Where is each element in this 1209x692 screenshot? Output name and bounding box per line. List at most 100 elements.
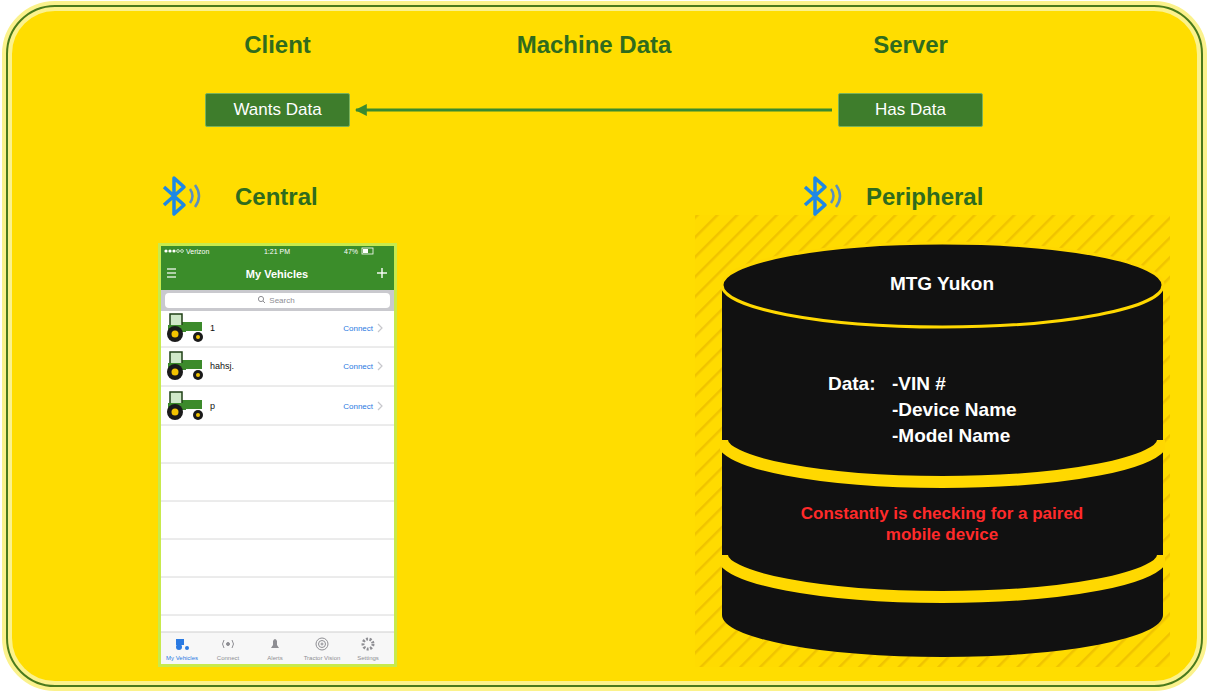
phone-screenshot-part-part [176, 639, 184, 645]
status-node: ClientWants Data [205, 28, 350, 127]
data-field: Data: [828, 373, 876, 395]
phone-screenshot-part [167, 392, 203, 420]
phone-screenshot-part-part [378, 324, 382, 332]
cylinder-band [722, 555, 1163, 597]
status-bar-text: Verizon [186, 248, 209, 255]
phone-screenshot-part [366, 642, 370, 646]
phone-screenshot-part-part [161, 386, 394, 387]
bluetooth-icon-part [190, 189, 193, 203]
phone-screenshot-part [158, 243, 397, 667]
phone-screenshot-part-part [319, 641, 326, 648]
phone-screenshot-part-part [161, 347, 394, 348]
phone-screenshot-part [181, 250, 184, 253]
screen-title: My Vehicles [246, 268, 308, 280]
peripheral-hatch [695, 215, 1170, 667]
phone-screenshot-part [161, 347, 394, 615]
bluetooth-icon-part [831, 189, 834, 203]
database-title: MTG Yukon [890, 273, 994, 295]
bluetooth-icon-part [836, 185, 840, 207]
vehicle-name: 1 [210, 323, 215, 333]
status-bar-text: 47% [344, 248, 358, 255]
status-note: Constantly is checking for a paired mobi… [792, 503, 1092, 546]
phone-screenshot-part-part [161, 615, 394, 616]
bluetooth-icon [164, 178, 199, 214]
box-text: Has Data [849, 100, 972, 120]
phone-screenshot-part [316, 638, 373, 650]
data-field: -Model Name [892, 425, 1010, 447]
phone-screenshot-part-part [185, 646, 189, 650]
phone-screenshot-part [263, 301, 265, 303]
phone-screenshot-part [167, 352, 203, 380]
tab-label: Tractor Vision [304, 655, 341, 661]
phone-screenshot-part [258, 296, 263, 301]
phone-screenshot-part [161, 632, 394, 664]
phone-screenshot-part-part [321, 643, 323, 645]
phone-screenshot-part [167, 276, 176, 277]
outer-frame-part [7, 6, 1202, 686]
phone-screenshot-part-part [161, 539, 394, 540]
phone-screenshot-part [161, 246, 394, 664]
phone-screenshot-part [161, 290, 394, 311]
tab-label: Settings [357, 655, 379, 661]
search-field: Search [269, 296, 294, 305]
outer-frame [7, 6, 1202, 686]
phone-screenshot [158, 243, 397, 667]
phone-screenshot-part [363, 249, 368, 253]
status-box: Wants Data [205, 93, 350, 127]
phone-screenshot-part [223, 640, 234, 648]
cylinder-outline [720, 240, 1165, 665]
phone-screenshot-part [161, 632, 394, 633]
cylinder-band [722, 440, 1163, 482]
phone-screenshot-part-part [378, 362, 382, 370]
connect-link: Connect [343, 362, 373, 371]
phone-screenshot-part-part [161, 463, 394, 464]
phone-screenshot-part-part [161, 501, 394, 502]
role-label: Peripheral [866, 183, 983, 211]
database-cylinder: MTG YukonData: -VIN # -Device Name -Model N… [720, 240, 1165, 665]
bluetooth-icon-part [195, 185, 199, 207]
outer-frame-part [7, 6, 1202, 686]
data-field: -Device Name [892, 399, 1017, 421]
phone-screenshot-part-part [223, 640, 234, 648]
connect-link: Connect [343, 402, 373, 411]
phone-screenshot-part [271, 639, 279, 648]
phone-screenshot-part [362, 248, 373, 254]
bluetooth-icon-part [805, 178, 825, 214]
data-field: -VIN # [892, 373, 946, 395]
phone-screenshot-part [167, 268, 176, 269]
phone-screenshot-part [167, 314, 203, 342]
phone-screenshot-part-part [161, 577, 394, 578]
status-box: Has Data [838, 93, 983, 127]
phone-screenshot-part-part [316, 638, 328, 650]
phone-screenshot-part [176, 639, 189, 650]
node-heading: Client [205, 28, 350, 62]
tab-label: Connect [217, 655, 239, 661]
vehicle-name: hahsj. [210, 361, 234, 371]
cylinder-body [722, 285, 1163, 657]
cylinder-top [722, 243, 1163, 327]
box-text: Wants Data [216, 100, 339, 120]
role-label: Central [235, 183, 318, 211]
phone-screenshot-part [167, 272, 176, 273]
phone-screenshot-part-part [227, 643, 230, 646]
phone-screenshot-part [177, 250, 180, 253]
tab-label: My Vehicles [166, 655, 198, 661]
phone-screenshot-part [172, 249, 175, 252]
phone-screenshot-part [161, 246, 394, 290]
phone-screenshot-part-part [176, 644, 182, 650]
status-node: ServerHas Data [838, 28, 983, 127]
vehicle-name: p [210, 401, 215, 411]
node-heading: Server [838, 28, 983, 62]
phone-screenshot-part-part [161, 425, 394, 426]
phone-screenshot-part [164, 249, 167, 252]
phone-screenshot-part [378, 324, 382, 410]
phone-screenshot-part [165, 293, 390, 308]
phone-screenshot-part [381, 268, 382, 278]
bluetooth-icon [805, 178, 840, 214]
phone-screenshot-part-part [378, 402, 382, 410]
phone-screenshot-part-part [363, 639, 373, 649]
connect-link: Connect [343, 324, 373, 333]
status-bar-text: 1:21 PM [264, 248, 290, 255]
edge-label: Machine Data [517, 31, 672, 59]
